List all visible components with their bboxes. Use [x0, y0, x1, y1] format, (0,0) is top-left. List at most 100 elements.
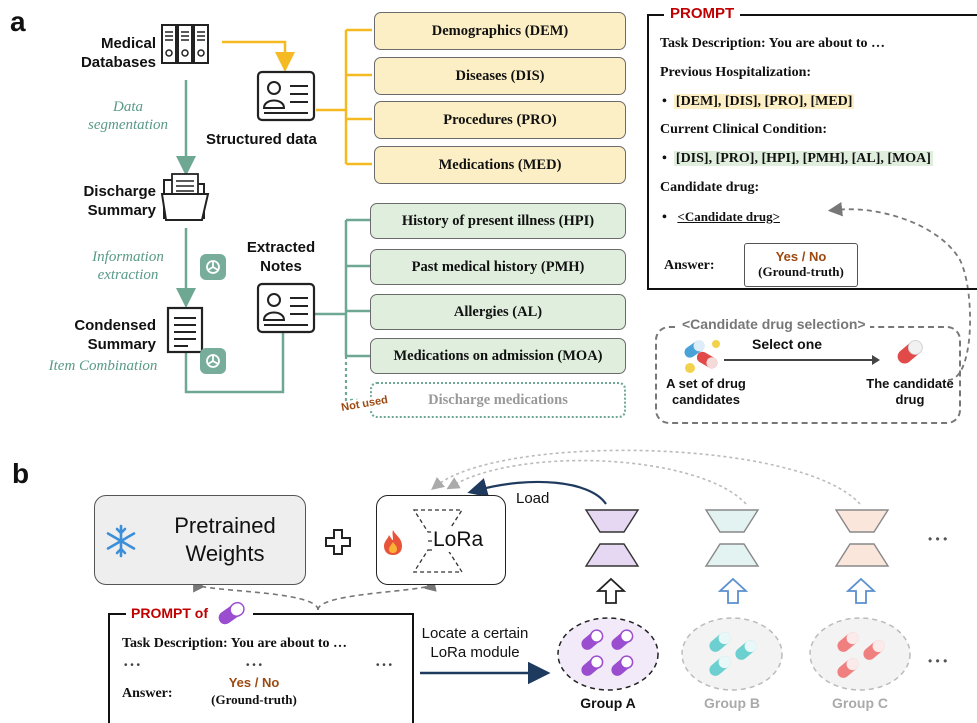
- candidate-selection-title: <Candidate drug selection>: [678, 316, 870, 332]
- extracted-notes-line-2: Notes: [260, 258, 302, 275]
- note-hpi: History of present illness (HPI): [370, 203, 626, 239]
- prompt-title: PROMPT: [664, 5, 741, 22]
- medical-databases-line-1: Medical: [100, 35, 156, 52]
- prompt-of-yes-no: Yes / No: [228, 675, 280, 690]
- folder-icon: [160, 173, 210, 221]
- data-segmentation-line-1: Data: [113, 99, 143, 115]
- database-icon: [161, 24, 209, 64]
- category-medications: Medications (MED): [374, 146, 626, 184]
- drug-set-line-2: candidates: [672, 392, 740, 407]
- structured-data-label: Structured data: [206, 131, 317, 148]
- item-combination-label: Item Combination: [48, 358, 158, 374]
- group-b-cluster: [681, 617, 783, 691]
- pretrained-weights-box: [94, 495, 306, 585]
- note-allergies: Allergies (AL): [370, 294, 626, 330]
- up-arrow-c: [846, 577, 876, 604]
- prompt-answer-box: Yes / No (Ground-truth): [744, 243, 858, 287]
- pretrained-line-1: Pretrained: [174, 513, 276, 538]
- load-label: Load: [516, 490, 550, 507]
- group-c-label: Group C: [832, 695, 888, 711]
- prompt-of-dots-1: • • •: [124, 660, 141, 671]
- groups-ellipsis: • • •: [928, 654, 948, 668]
- id-card-icon: [256, 282, 316, 334]
- note-moa: Medications on admission (MOA): [370, 338, 626, 374]
- lora-module-b: [704, 509, 760, 567]
- locate-label: Locate a certain LoRa module: [410, 624, 540, 662]
- prompt-current-items: • [DIS], [PRO], [HPI], [PMH], [AL], [MOA…: [662, 151, 933, 166]
- prompt-candidate-item: • <Candidate drug>: [662, 209, 780, 225]
- candidate-drug-line-2: drug: [895, 392, 925, 407]
- data-segmentation-label: Data segmentation: [68, 98, 188, 134]
- plus-icon: [325, 529, 351, 555]
- prompt-current-items-text: [DIS], [PRO], [HPI], [PMH], [AL], [MOA]: [673, 151, 933, 166]
- prompt-current: Current Clinical Condition:: [660, 122, 827, 137]
- drug-set-label: A set of drug candidates: [662, 376, 750, 408]
- prompt-of-ground-truth: (Ground-truth): [211, 692, 297, 707]
- prompt-of-box: [108, 613, 414, 723]
- note-discharge-medications: Discharge medications: [370, 382, 626, 418]
- information-extraction-label: Information extraction: [68, 248, 188, 284]
- modules-ellipsis: • • •: [928, 532, 948, 546]
- select-arrow: [724, 355, 880, 365]
- prompt-of-title: PROMPT of: [126, 600, 253, 626]
- condensed-summary-line-2: Summary: [87, 336, 156, 353]
- prompt-previous-items: • [DEM], [DIS], [PRO], [MED]: [662, 94, 855, 109]
- select-one-label: Select one: [752, 336, 823, 352]
- group-a-label: Group A: [580, 695, 636, 711]
- prompt-answer: Answer:: [664, 258, 715, 273]
- extracted-notes-line-1: Extracted: [246, 239, 316, 256]
- drug-set-line-1: A set of drug: [666, 376, 746, 391]
- locate-line-1: Locate a certain: [421, 625, 529, 642]
- category-demographics: Demographics (DEM): [374, 12, 626, 50]
- capsule-icon: [897, 340, 923, 364]
- panel-b-letter: b: [12, 458, 30, 489]
- group-a-cluster: [557, 617, 659, 691]
- panel-b-connectors: [193, 449, 861, 685]
- snowflake-icon: [106, 524, 136, 558]
- category-procedures: Procedures (PRO): [374, 101, 626, 139]
- prompt-of-dots-2: • • •: [246, 660, 263, 671]
- medical-databases-label: Medical Databases: [60, 34, 156, 72]
- discharge-summary-line-1: Discharge: [83, 183, 156, 200]
- pretrained-line-2: Weights: [185, 541, 265, 566]
- up-arrow-a: [596, 577, 626, 604]
- prompt-box: [647, 14, 977, 290]
- extracted-notes-label: Extracted Notes: [240, 238, 322, 276]
- panel-a-connectors: [176, 28, 971, 402]
- capsule-icon: [218, 601, 245, 625]
- prompt-task: Task Description: You are about to …: [660, 36, 886, 51]
- prompt-of-dots-3: • • •: [376, 660, 393, 671]
- condensed-summary-label: Condensed Summary: [56, 316, 156, 354]
- panel-a-letter: a: [10, 6, 26, 37]
- document-icon: [166, 306, 204, 354]
- note-pmh: Past medical history (PMH): [370, 249, 626, 285]
- group-c-cluster: [809, 617, 911, 691]
- prompt-of-task: Task Description: You are about to …: [122, 636, 348, 651]
- openai-icon: [200, 348, 226, 374]
- prompt-ground-truth: (Ground-truth): [758, 264, 844, 279]
- candidate-drug-label: The candidate drug: [860, 376, 960, 408]
- prompt-candidate: Candidate drug:: [660, 180, 760, 195]
- group-b-label: Group B: [704, 695, 760, 711]
- prompt-candidate-item-text: <Candidate drug>: [677, 209, 780, 224]
- lora-module-a: [584, 509, 640, 567]
- information-extraction-line-1: Information: [92, 249, 164, 265]
- prompt-previous: Previous Hospitalization:: [660, 65, 812, 80]
- discharge-summary-line-2: Summary: [87, 202, 156, 219]
- lora-label: LoRa: [432, 528, 485, 552]
- candidate-drug-line-1: The candidate: [866, 376, 954, 391]
- discharge-summary-label: Discharge Summary: [60, 182, 156, 220]
- information-extraction-line-2: extraction: [97, 267, 159, 283]
- data-segmentation-line-2: segmentation: [88, 117, 168, 133]
- prompt-of-text: PROMPT of: [131, 605, 208, 621]
- medical-databases-line-2: Databases: [80, 54, 156, 71]
- id-card-icon: [256, 70, 316, 122]
- prompt-of-answer: Answer:: [122, 686, 173, 701]
- pretrained-weights-label: Pretrained Weights: [150, 512, 300, 568]
- openai-icon: [200, 254, 226, 280]
- category-diseases: Diseases (DIS): [374, 57, 626, 95]
- condensed-summary-line-1: Condensed: [74, 317, 156, 334]
- locate-line-2: LoRa module: [430, 644, 520, 661]
- fire-icon: [384, 530, 402, 555]
- up-arrow-b: [718, 577, 748, 604]
